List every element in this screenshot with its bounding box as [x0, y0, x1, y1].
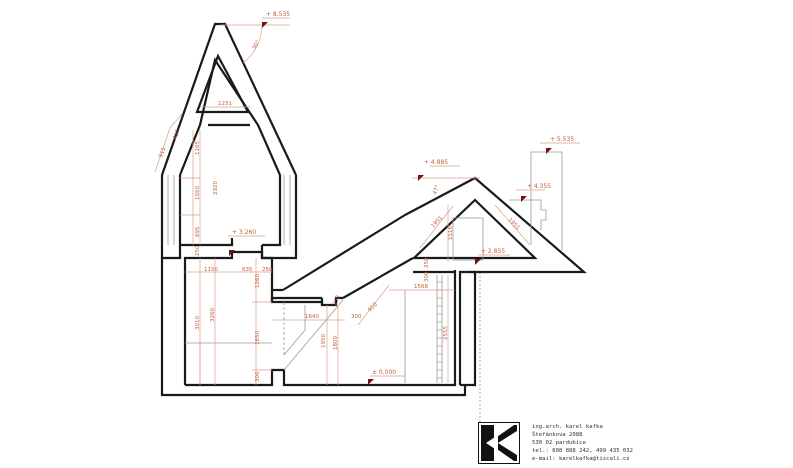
- tower-floor-slab-right: [260, 245, 298, 260]
- level-marker-icon: [521, 196, 527, 202]
- level-label-dormer-eave: + 4.355: [527, 183, 551, 190]
- dimension-lines: [154, 17, 580, 385]
- dim-ground-h-1650: 1650: [255, 331, 261, 345]
- chimney: [530, 151, 563, 250]
- dim-stair-w-1640: 1640: [305, 314, 319, 320]
- dim-ground-w-250: 250: [262, 267, 273, 273]
- level-label-dormer-ridge: + 4.885: [424, 159, 448, 166]
- phone-numbers: tel.: 608 888 242, 499 435 032: [532, 448, 634, 454]
- level-label-tower-floor: + 3.260: [232, 229, 256, 236]
- angle-label-tower: 30°: [252, 39, 262, 51]
- dim-stair-w-300: 300: [351, 314, 362, 320]
- dim-tower-h-1165: 1165: [195, 141, 201, 155]
- dim-ground-h-3010: 3010: [195, 316, 201, 330]
- chimney-step: [509, 199, 547, 230]
- dim-dormer-slope-left: 1951: [430, 215, 444, 229]
- dim-tower-h-250: 250: [195, 245, 201, 256]
- level-label-ridge-tower: + 8.535: [266, 11, 290, 18]
- level-label-chimney-top: + 5.535: [550, 136, 574, 143]
- dormer-window: [452, 217, 484, 261]
- architect-name: ing.arch. karel kafka: [532, 424, 603, 430]
- email-address: e-mail: karelkafka@tiscali.cz: [532, 456, 630, 462]
- stair-landing: [320, 296, 343, 307]
- dim-hall-h-250: 250: [424, 257, 430, 268]
- dim-ground-h-3260: 3260: [210, 308, 216, 322]
- title-block: ing.arch. karel kafka Štefánkova 2088 53…: [478, 422, 678, 466]
- city-address: 530 02 pardubice: [532, 440, 586, 446]
- dormer-attic: [411, 198, 538, 260]
- dormer-roof-lower-left-outer: [282, 214, 406, 291]
- ground-floor: [160, 214, 481, 440]
- stair-diagonal: [283, 299, 344, 371]
- right-outer-wall: [458, 270, 477, 387]
- level-marker-icon: [418, 175, 424, 181]
- stair-diagonal-2: [283, 329, 306, 356]
- dim-hall-h-300: 300: [424, 271, 430, 282]
- tower-wall-left: [178, 175, 234, 247]
- level-marker-icon: [546, 148, 552, 154]
- outer-wall-left: [160, 258, 467, 397]
- dim-ground-h-300: 300: [255, 371, 261, 382]
- angle-label-dormer: 47°: [432, 184, 441, 195]
- contact-info: ing.arch. karel kafka Štefánkova 2088 53…: [532, 423, 633, 463]
- ladder: [436, 275, 443, 383]
- dim-ground-h-1260: 1260: [255, 274, 261, 288]
- level-marker-icon: [262, 22, 268, 28]
- tower-wall-right: [262, 175, 282, 247]
- dim-ground-w-635: 635: [242, 267, 253, 273]
- level-marker-icon: [229, 250, 235, 256]
- level-markers: [229, 22, 552, 385]
- level-marker-icon: [368, 379, 374, 385]
- dim-tower-top-width: 1231: [218, 101, 232, 107]
- dormer: [404, 151, 587, 274]
- tower-floor-slab: [160, 250, 182, 260]
- dim-dormer-h-1516: 1516: [448, 226, 454, 240]
- dim-ground-w-1150: 1150: [204, 267, 218, 273]
- dim-dormer-slope-right: 1951: [507, 217, 521, 231]
- dim-stair-h-1800: 1800: [333, 336, 339, 350]
- dim-tower-slope-a: 410: [172, 128, 181, 140]
- dim-stair-diag-910: 910: [367, 301, 379, 313]
- dim-tower-h-695: 695: [195, 226, 201, 237]
- tower-roof-outer: [160, 22, 297, 176]
- dim-tower-slope-b: 915: [158, 146, 167, 158]
- tower-upper-attic: [195, 53, 250, 114]
- dim-stair-small-250: 250: [332, 294, 341, 306]
- level-marker-icon: [475, 259, 481, 265]
- room-left: [183, 250, 324, 385]
- kafka-k-logo-icon: [478, 422, 520, 464]
- dim-hall-h-2555: 2555: [443, 326, 449, 340]
- dim-tower-h-2920: 2920: [213, 181, 219, 195]
- street-address: Štefánkova 2088: [532, 432, 583, 438]
- dim-tower-h-1050: 1050: [195, 186, 201, 200]
- dormer-roof-outer: [404, 176, 587, 274]
- dim-stair-h-1950: 1950: [321, 334, 327, 348]
- labels: + 8.535 + 3.260 + 4.885 + 5.535 + 4.355 …: [158, 11, 574, 382]
- level-label-attic-floor: + 2.855: [481, 248, 505, 255]
- tower: [160, 22, 298, 260]
- level-label-ground: ± 0.000: [372, 369, 396, 376]
- middle-wall: [270, 296, 322, 302]
- dormer-roof-lower-left: [342, 257, 414, 299]
- dim-hall-w-1568: 1568: [414, 284, 428, 290]
